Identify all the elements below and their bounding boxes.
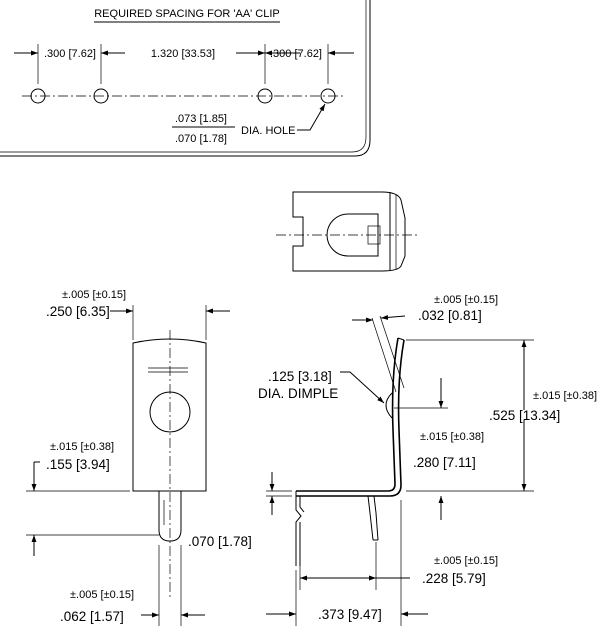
height-label: .525 [13.34]	[489, 408, 560, 423]
thickness-label: .032 [0.81]	[418, 308, 482, 323]
clip-body-front	[132, 338, 207, 492]
dimple-side	[385, 392, 393, 419]
spacing-panel: REQUIRED SPACING FOR 'AA' CLIP .300 [7.6…	[0, 0, 371, 157]
tail-width-tol-label: ±.005 [±0.15]	[70, 589, 134, 601]
hole-4	[320, 88, 336, 104]
side-view: ±.005 [±0.15] .032 [0.81] .125 [3.18] DI…	[258, 294, 597, 626]
hole-1	[30, 88, 46, 104]
tab-height-tol-label: ±.015 [±0.38]	[50, 441, 114, 453]
tab-height-label: .155 [3.94]	[46, 457, 110, 472]
panel-border	[0, 0, 371, 157]
hole-max-label: .073 [1.85]	[175, 113, 227, 125]
dimple-height-tol-label: ±.015 [±0.38]	[420, 431, 484, 443]
tail-length-label: .070 [1.78]	[188, 534, 252, 549]
width-tol-label: ±.005 [±0.15]	[62, 289, 126, 301]
pitch-left-label: .300 [7.62]	[44, 48, 96, 60]
clip-profile	[296, 339, 405, 497]
width-label: .250 [6.35]	[46, 304, 110, 319]
dimple-height-label: .280 [7.11]	[413, 455, 476, 470]
front-view: ±.005 [±0.15] .250 [6.35] ±.015 [±0.38] …	[26, 289, 252, 626]
thickness-tol-label: ±.005 [±0.15]	[434, 294, 498, 306]
hole-dia-label: DIA. HOLE	[241, 125, 295, 137]
pin-spacing-tol-label: ±.005 [±0.15]	[434, 555, 498, 567]
hole-min-label: .070 [1.78]	[175, 133, 227, 145]
top-view	[276, 191, 420, 272]
pitch-right-label: .300 [7.62]	[270, 48, 322, 60]
dimple-label: DIA. DIMPLE	[258, 386, 338, 401]
dimple-dia-label: .125 [3.18]	[268, 369, 332, 384]
hole-2	[93, 88, 109, 104]
pitch-center-label: 1.320 [33.53]	[151, 48, 215, 60]
pin-spacing-label: .228 [5.79]	[422, 571, 486, 586]
tail-width-label: .062 [1.57]	[60, 609, 124, 624]
hole-3	[257, 88, 273, 104]
base-length-label: .373 [9.47]	[318, 607, 382, 622]
height-tol-label: ±.015 [±0.38]	[533, 390, 597, 402]
spacing-title: REQUIRED SPACING FOR 'AA' CLIP	[94, 8, 280, 20]
